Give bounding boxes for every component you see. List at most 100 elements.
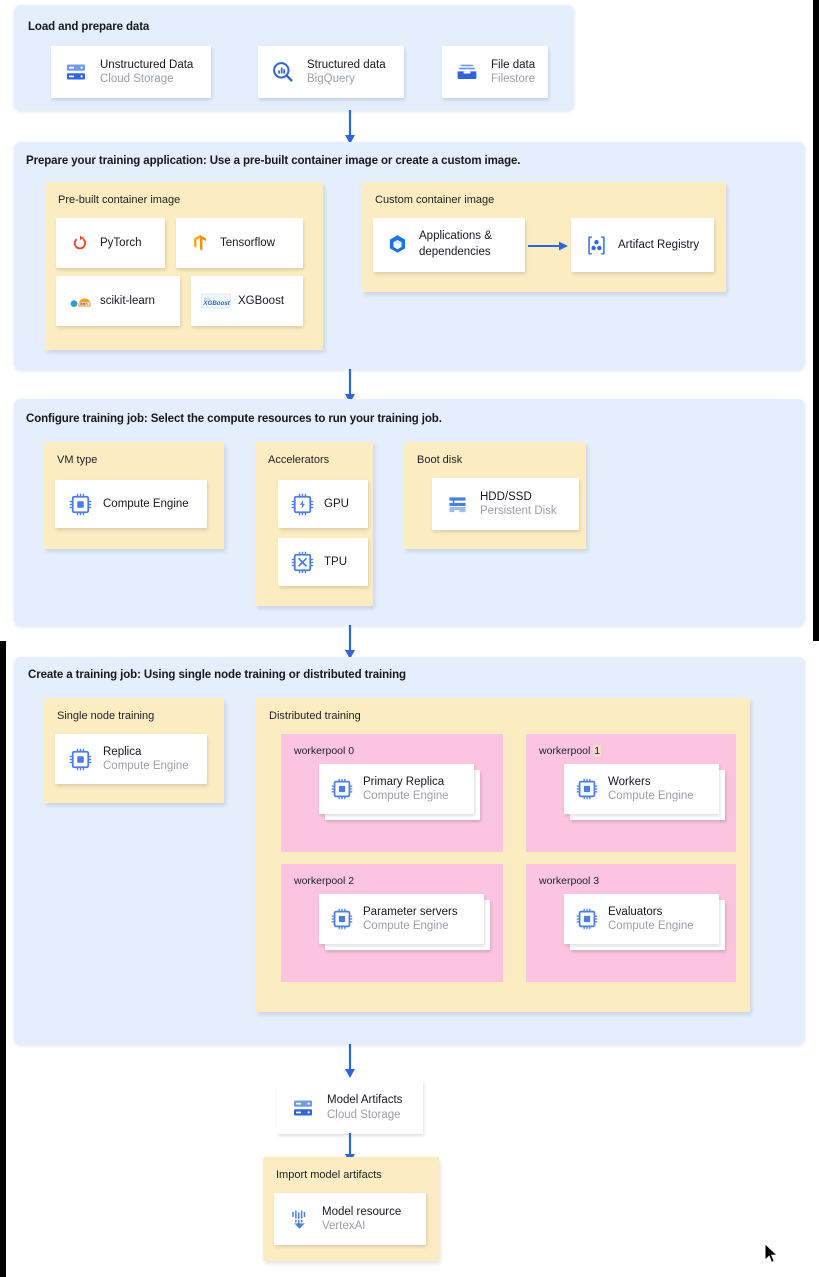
card-file-data[interactable]: File data Filestore [442,46,548,98]
cpu-icon [68,492,93,517]
card-title: Tensorflow [220,236,275,249]
container-icon [384,232,410,258]
card-gpu[interactable]: GPU [278,480,368,528]
card-subtitle: Compute Engine [103,760,189,772]
group-title: Custom container image [375,194,495,206]
card-title: GPU [324,497,349,510]
bigquery-icon [270,59,296,85]
section-create-training-job: Create a training job: Using single node… [14,657,805,1045]
group-distributed-training: Distributed training workerpool 0 [256,698,750,1012]
cpu-icon [575,907,599,931]
section-configure-training-job: Configure training job: Select the compu… [14,399,805,626]
group-title: Pre-built container image [58,194,181,206]
pool-workerpool-3: workerpool 3 [526,864,736,982]
card-subtitle: Compute Engine [608,920,694,932]
card-title: Parameter servers [363,905,458,918]
card-title: Applications & dependencies [419,230,492,258]
card-tensorflow[interactable]: Tensorflow [176,218,303,268]
card-parameter-servers[interactable]: Parameter servers Compute Engine [319,894,484,944]
card-tpu[interactable]: TPU [278,538,368,586]
group-title: Distributed training [269,710,361,722]
pool-workerpool-0: workerpool 0 [281,734,503,852]
group-title: Import model artifacts [276,1169,382,1181]
connector-arrow-2 [345,369,355,403]
card-subtitle: Cloud Storage [100,73,174,85]
card-structured-data[interactable]: Structured data BigQuery [258,46,404,98]
card-subtitle: Cloud Storage [327,1108,401,1121]
card-subtitle: Filestore [491,73,536,85]
pool-title: workerpool 0 [294,745,355,757]
card-title: File data [491,58,536,71]
left-edge-bar [0,641,6,1277]
card-title: Workers [608,775,651,788]
svg-text:dmlc: dmlc [204,297,211,301]
section-title: Prepare your training application: Use a… [26,155,521,167]
group-title: Single node training [57,710,155,722]
group-title: VM type [57,454,98,466]
persistent-disk-icon [445,492,470,517]
card-subtitle: Compute Engine [608,790,694,802]
card-unstructured-data[interactable]: Unstructured Data Cloud Storage [51,46,211,98]
card-pytorch[interactable]: PyTorch [56,218,165,268]
card-title: PyTorch [100,236,142,249]
mouse-cursor [764,1243,779,1264]
artifact-registry-icon [583,232,609,258]
card-title: Evaluators [608,905,663,918]
card-title: Compute Engine [103,497,189,510]
card-workers[interactable]: Workers Compute Engine [564,764,719,814]
section-title: Create a training job: Using single node… [28,669,406,681]
cpu-icon [330,777,354,801]
connector-arrow-4 [345,1044,355,1078]
card-primary-replica[interactable]: Primary Replica Compute Engine [319,764,474,814]
card-model-artifacts[interactable]: Model Artifacts Cloud Storage [277,1081,423,1134]
pytorch-icon [69,232,91,254]
cpu-icon [68,747,93,772]
xgboost-icon: dmlc XGBoost [201,291,231,311]
tensorflow-icon [189,232,211,254]
section-title: Load and prepare data [28,21,150,33]
scikit-learn-icon: learn [69,290,94,312]
svg-text:XGBoost: XGBoost [202,300,230,307]
group-custom-container-image: Custom container image Applications & de… [362,182,726,292]
card-title: XGBoost [238,294,285,307]
connector-arrow-3 [345,625,355,659]
pool-title: workerpool 3 [539,875,600,887]
card-xgboost[interactable]: dmlc XGBoost XGBoost [191,276,303,326]
card-artifact-registry[interactable]: Artifact Registry [571,218,714,272]
group-import-model-artifacts: Import model artifacts [263,1157,439,1261]
card-subtitle: VertexAI [322,1220,366,1232]
card-title: Model Artifacts [327,1094,403,1107]
gpu-icon [290,492,315,517]
card-scikit-learn[interactable]: learn scikit-learn [56,276,180,326]
pool-index-highlighted[interactable]: 1 [593,745,602,757]
card-title: scikit-learn [100,294,155,307]
card-evaluators[interactable]: Evaluators Compute Engine [564,894,719,944]
tpu-icon [290,550,315,575]
card-subtitle: BigQuery [307,73,355,85]
group-boot-disk: Boot disk HDD/SSD Persistent Disk [404,442,586,549]
card-compute-engine[interactable]: Compute Engine [55,480,207,528]
filestore-icon [454,59,480,85]
cloud-storage-icon [63,59,89,85]
group-single-node-training: Single node training R [44,698,224,803]
card-title: Structured data [307,58,386,71]
group-vm-type: VM type Compute Engine [44,442,224,549]
card-replica[interactable]: Replica Compute Engine [55,734,207,784]
card-subtitle: Persistent Disk [480,505,557,517]
card-applications-dependencies[interactable]: Applications & dependencies [373,218,525,272]
card-title: TPU [324,555,347,568]
pool-index: 0 [348,745,355,757]
right-edge-bar [813,0,819,641]
group-pre-built-container-image: Pre-built container image PyTorch [45,182,323,350]
pool-index: 2 [348,875,355,887]
card-hdd-ssd[interactable]: HDD/SSD Persistent Disk [432,478,579,530]
svg-text:learn: learn [80,302,88,306]
group-title: Accelerators [268,454,330,466]
section-prepare-training-application: Prepare your training application: Use a… [14,142,805,370]
card-title: Replica [103,745,142,758]
group-accelerators: Accelerators GPU [255,442,373,606]
group-title: Boot disk [417,454,463,466]
pool-workerpool-1: workerpool 1 [526,734,736,852]
card-model-resource[interactable]: Model resource VertexAI [274,1193,426,1245]
